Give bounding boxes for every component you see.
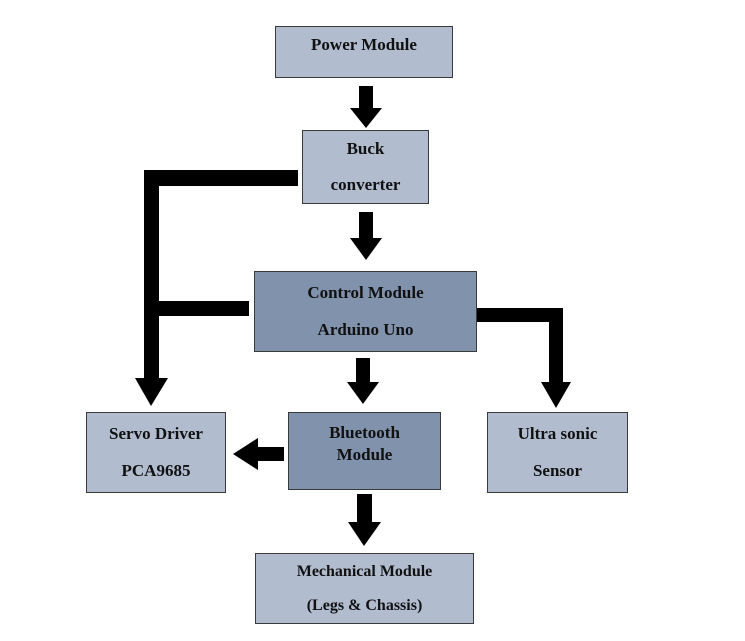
- ultrasonic-sensor-block: Ultra sonic Sensor: [487, 412, 628, 493]
- connector-buck-to-servo: [135, 170, 298, 406]
- ultrasonic-sensor-label-line1: Ultra sonic: [517, 424, 598, 444]
- arrow-control-to-bluetooth: [347, 358, 379, 404]
- power-module-block: Power Module: [275, 26, 453, 78]
- servo-driver-label-line2: PCA9685: [121, 460, 191, 480]
- arrow-bluetooth-to-mechanical: [348, 494, 381, 546]
- buck-converter-label-line1: Buck: [346, 138, 385, 158]
- mechanical-module-block: Mechanical Module (Legs & Chassis): [255, 553, 474, 624]
- control-module-label-line2: Arduino Uno: [317, 319, 414, 339]
- mechanical-module-label-line1: Mechanical Module: [296, 563, 433, 581]
- servo-driver-label-line1: Servo Driver: [109, 424, 203, 444]
- control-module-label-line1: Control Module: [307, 283, 424, 303]
- arrow-power-to-buck: [350, 86, 382, 128]
- arrow-buck-to-control: [350, 212, 382, 260]
- arrow-bluetooth-to-servo: [233, 438, 284, 470]
- bluetooth-module-block: Bluetooth Module: [288, 412, 441, 490]
- mechanical-module-label-line2: (Legs & Chassis): [306, 596, 423, 614]
- buck-converter-label-line2: converter: [330, 175, 401, 194]
- bluetooth-module-label-line1: Bluetooth: [329, 423, 400, 442]
- servo-driver-block: Servo Driver PCA9685: [86, 412, 226, 493]
- buck-converter-block: Buck converter: [302, 130, 429, 204]
- control-module-block: Control Module Arduino Uno: [254, 271, 477, 352]
- power-module-label: Power Module: [311, 35, 417, 54]
- bluetooth-module-label-line2: Module: [336, 445, 393, 465]
- ultrasonic-sensor-label-line2: Sensor: [532, 460, 583, 480]
- connector-control-to-servo: [155, 301, 249, 316]
- connector-control-to-ultrasonic: [476, 308, 571, 408]
